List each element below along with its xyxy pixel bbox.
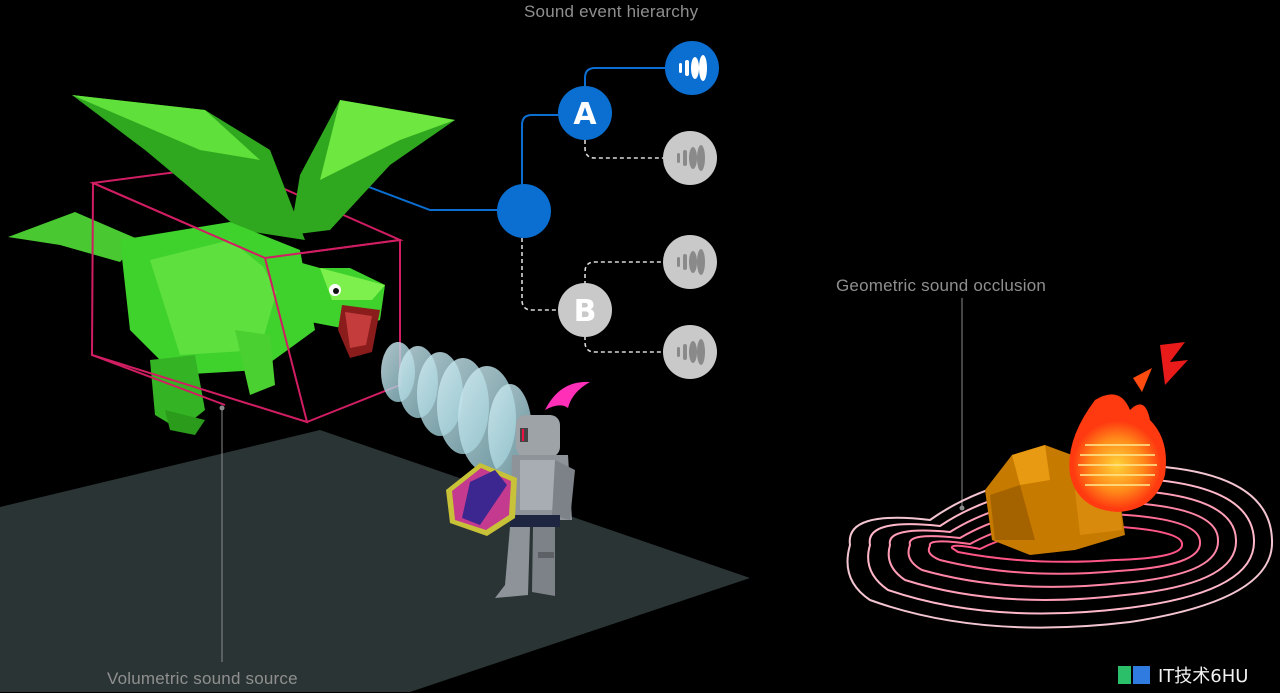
floor-plane (0, 430, 750, 692)
watermark-text: IT技术6HU (1158, 666, 1249, 687)
sound-wave-icon (663, 325, 717, 379)
node-b: B (558, 283, 612, 337)
rock-illustration (985, 445, 1125, 555)
node-b-label: B (574, 294, 597, 329)
volumetric-label: Volumetric sound source (107, 669, 298, 688)
node-a-label: A (573, 97, 597, 132)
fireball-illustration (1069, 342, 1188, 512)
sound-wave-icon (665, 41, 719, 95)
volumetric-box-front (90, 181, 401, 424)
occlusion-label: Geometric sound occlusion (836, 276, 1047, 295)
watermark-logo-icon (1118, 666, 1150, 684)
node-a: A (558, 86, 612, 140)
watermark: IT技术6HU (1116, 661, 1248, 689)
hierarchy-title: Sound event hierarchy (524, 2, 699, 21)
knight-illustration (446, 381, 590, 598)
hierarchy-tree (342, 67, 666, 353)
sound-wave-icon (663, 131, 717, 185)
occlusion-rings (846, 463, 1274, 629)
sound-cone (381, 342, 532, 480)
sound-wave-icon (663, 235, 717, 289)
hierarchy-root-node (497, 184, 551, 238)
